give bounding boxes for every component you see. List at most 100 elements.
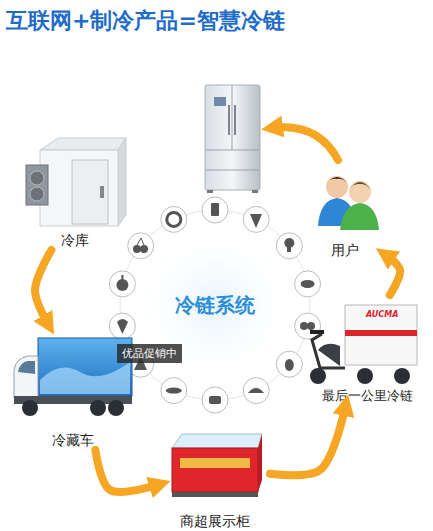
- icon-circle: [109, 271, 135, 297]
- flow-arrow: [35, 250, 51, 325]
- freezer-glass: [172, 434, 262, 448]
- truck-wheel: [108, 400, 124, 416]
- user-hair: [349, 182, 371, 190]
- fridge-foot: [252, 190, 258, 193]
- icon-glyph: [248, 388, 264, 393]
- truck-window: [18, 361, 35, 374]
- diagram-title: 互联网+制冷产品=智慧冷链: [6, 6, 285, 36]
- icon-circle: [109, 313, 135, 339]
- tricycle-wheel: [394, 368, 410, 384]
- food-icon: [161, 206, 187, 232]
- icon-glyph: [167, 212, 181, 226]
- food-icon: [161, 378, 187, 404]
- icon-circle: [243, 206, 269, 232]
- stage-node: 商超展示柜: [160, 425, 270, 531]
- tricycle-box: [345, 305, 417, 365]
- fridge-drawer-line: [206, 170, 259, 171]
- tricycle-frame: [312, 334, 345, 368]
- food-icon: [276, 233, 302, 259]
- fridge-handle: [228, 105, 230, 135]
- cold-room-front: [40, 150, 118, 226]
- hub-circle: 冷链系统: [125, 215, 305, 395]
- cold-room-top: [40, 138, 126, 150]
- icon-glyph: [133, 245, 141, 253]
- food-icon: [243, 206, 269, 232]
- food-icon: [202, 197, 228, 223]
- icon-circle: [276, 351, 302, 377]
- node-caption: 用户: [331, 242, 359, 260]
- display-freezer: [172, 434, 262, 497]
- node-caption: 商超展示柜: [180, 513, 250, 531]
- icon-glyph: [301, 280, 315, 288]
- food-icon: [295, 313, 321, 339]
- icon-glyph: [166, 388, 182, 394]
- flow-arrow: [270, 405, 346, 475]
- refrigerator: [205, 85, 260, 193]
- ring-line: [120, 210, 310, 400]
- freezer-banner: [180, 458, 250, 468]
- tricycle-wheel: [357, 368, 373, 384]
- icon-glyph: [285, 359, 294, 371]
- cold-chain-ring: [109, 197, 320, 413]
- fridge-handle: [234, 105, 236, 135]
- icon-circle: [295, 271, 321, 297]
- fridge-display: [214, 97, 226, 106]
- icon-glyph: [117, 319, 128, 334]
- icon-glyph: [209, 396, 221, 404]
- food-icon: [243, 378, 269, 404]
- refrigerated-truck: [14, 338, 132, 416]
- truck-wave-graphic: [40, 362, 130, 394]
- user-head: [326, 176, 348, 198]
- icon-glyph: [300, 322, 308, 330]
- tricycle-wheel: [310, 368, 326, 384]
- cold-room: [26, 138, 126, 226]
- freezer-side: [258, 434, 262, 492]
- food-icon: [202, 387, 228, 413]
- freezer-base: [172, 492, 258, 497]
- food-icon: [295, 271, 321, 297]
- flow-arrow: [272, 127, 338, 160]
- icon-glyph: [140, 245, 148, 253]
- stage-node: 冷库: [25, 135, 125, 250]
- food-icon: [128, 233, 154, 259]
- icon-circle: [276, 233, 302, 259]
- truck-cab: [14, 356, 38, 398]
- cold-room-handle: [100, 186, 104, 198]
- user-body: [340, 203, 379, 230]
- icon-glyph: [211, 203, 219, 216]
- food-icon: [109, 313, 135, 339]
- compressor-fan: [30, 187, 44, 201]
- cold-room-door: [72, 160, 108, 224]
- user-hair: [326, 177, 348, 184]
- icon-circle: [161, 206, 187, 232]
- food-icon: [109, 271, 135, 297]
- truck-wheel: [90, 400, 106, 416]
- flow-arrow: [385, 254, 400, 295]
- truck-wheel: [22, 400, 38, 416]
- icon-circle: [128, 233, 154, 259]
- tricycle-handlebar: [310, 330, 324, 334]
- brand-logo: AUCMA: [366, 310, 398, 319]
- fridge-door-split: [232, 86, 233, 150]
- icon-glyph: [307, 322, 315, 330]
- node-caption: 最后一公里冷链: [322, 387, 413, 405]
- compressor-unit: [26, 165, 48, 205]
- compressor-fan: [30, 171, 44, 185]
- fridge-foot: [207, 190, 213, 193]
- icon-circle: [295, 313, 321, 339]
- tricycle-seat: [318, 344, 340, 366]
- delivery-tricycle: [310, 305, 417, 384]
- icon-circle: [202, 197, 228, 223]
- fridge-drawer-line: [206, 150, 259, 151]
- node-caption: 冷藏车: [52, 432, 94, 450]
- icon-glyph: [287, 246, 291, 252]
- fridge-body: [205, 85, 260, 190]
- icon-glyph: [137, 238, 144, 245]
- tricycle-stripe: [345, 330, 417, 336]
- node-caption: 冷库: [61, 232, 89, 250]
- flow-arrow: [95, 450, 160, 492]
